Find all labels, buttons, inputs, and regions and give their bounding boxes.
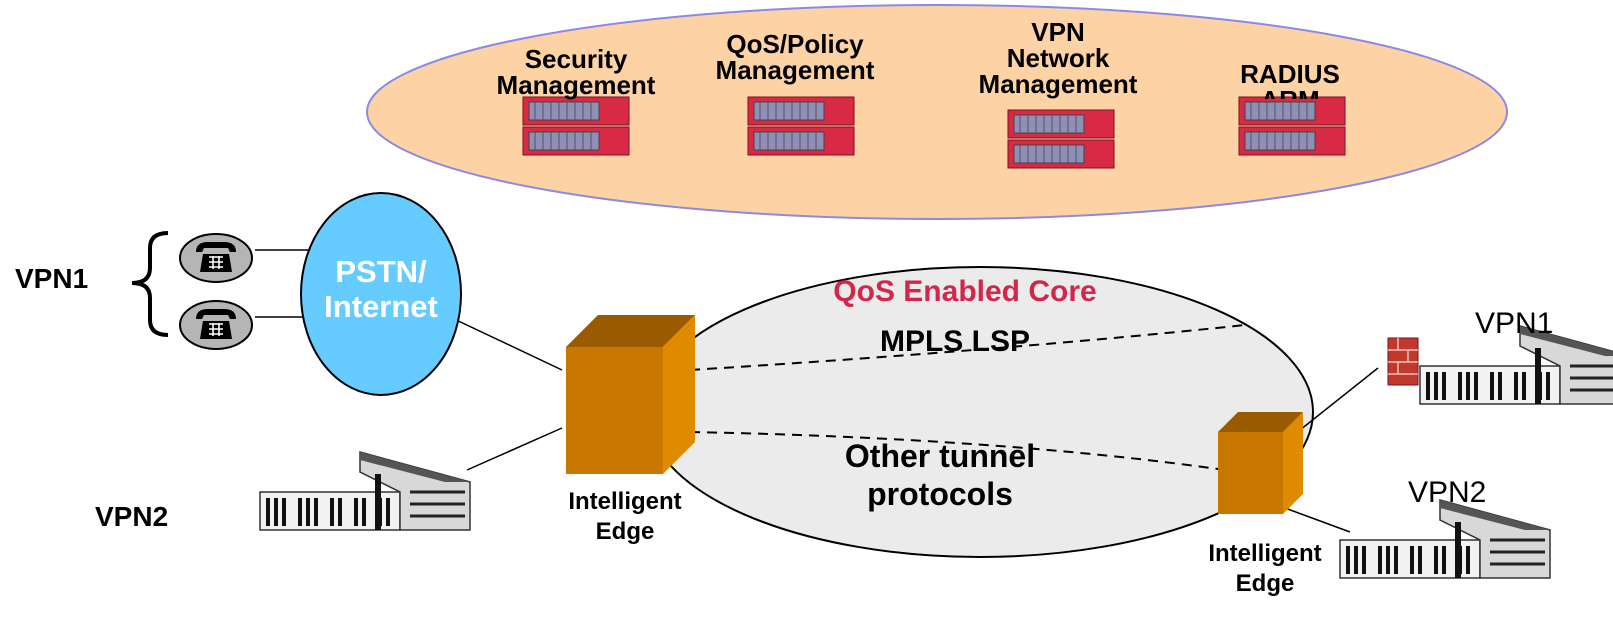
building-icon [1387, 326, 1613, 404]
management-label: RADIUS ARM [1240, 59, 1340, 99]
other-tunnel [689, 431, 1226, 471]
intelligent-edge-label: Intelligent Edge [1208, 540, 1322, 597]
cloud-edge-link [451, 317, 563, 371]
pstn-internet-label: PSTN/ Internet [324, 254, 438, 324]
vpn2-label: VPN2 [1408, 476, 1487, 509]
vpn2-label: VPN2 [95, 501, 169, 532]
management-label: Security Management [496, 44, 656, 100]
mpls-lsp-tunnel [689, 324, 1246, 371]
management-ellipse [366, 4, 1508, 220]
brace-icon [131, 231, 169, 337]
building-icon [260, 452, 470, 530]
edge-vpn2-link [1284, 507, 1351, 533]
pstn-cloud [300, 192, 462, 396]
other-tunnel-label: Other tunnel protocols [844, 438, 1036, 512]
core-ellipse [646, 266, 1314, 558]
vpn1-label: VPN1 [1475, 307, 1554, 340]
building-icon [1340, 500, 1550, 578]
edge-vpn1-link [1299, 367, 1379, 431]
telephone-icon [179, 233, 253, 283]
building-edge-link [466, 427, 563, 471]
management-label: QoS/Policy Management [715, 29, 875, 85]
telephone-icon [179, 300, 253, 350]
management-label: VPN Network Management [978, 17, 1138, 99]
intelligent-edge-label: Intelligent Edge [568, 488, 682, 545]
core-title: QoS Enabled Core [833, 275, 1097, 308]
edge-router-box [1218, 412, 1303, 514]
vpn1-label: VPN1 [15, 263, 89, 294]
mpls-lsp-label: MPLS LSP [879, 325, 1030, 358]
edge-router-box [566, 315, 695, 474]
